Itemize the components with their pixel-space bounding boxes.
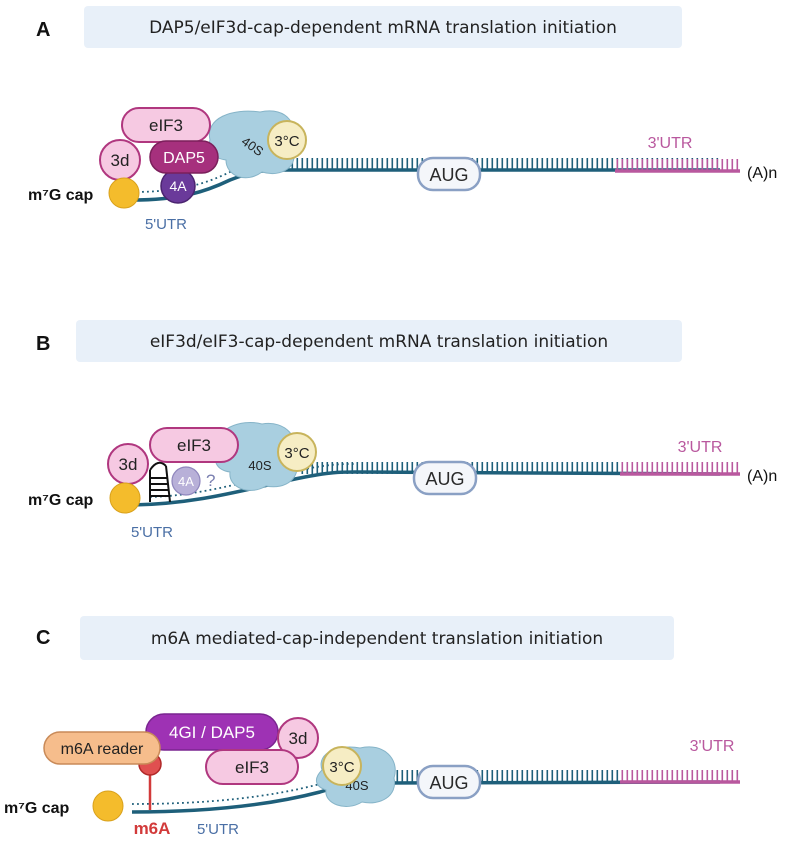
eif3d-label: 3d — [119, 455, 138, 474]
ternary-complex — [277, 432, 317, 472]
panel-title-box — [84, 6, 682, 48]
utr3-bases — [620, 770, 740, 782]
panel-title: DAP5/eIF3d-cap-dependent mRNA translatio… — [149, 18, 617, 38]
m7g-cap — [92, 790, 124, 822]
aug-label: AUG — [429, 165, 468, 185]
eif4gi-dap5-label: 4GI / DAP5 — [169, 723, 255, 742]
m6a-reader-label: m6A reader — [61, 741, 144, 758]
ternary-complex-label: 3°C — [329, 759, 354, 776]
panel-title: m6A mediated-cap-independent translation… — [151, 629, 603, 649]
ribosome-40s-label: 40S — [248, 458, 271, 473]
eif4a-label: 4A — [178, 474, 194, 489]
mrna-bases — [375, 770, 620, 782]
m6a-label: m6A — [134, 819, 171, 838]
utr3-label: 3'UTR — [678, 439, 723, 456]
eif3-complex — [205, 749, 299, 785]
eif3d — [277, 717, 319, 759]
utr3-bases — [615, 159, 740, 170]
panel-letter: B — [36, 333, 50, 355]
eif3-complex — [149, 427, 239, 463]
aug-box — [416, 156, 482, 192]
ternary-complex — [322, 746, 362, 786]
m7g-cap — [108, 177, 140, 209]
eif3d-label: 3d — [289, 729, 308, 748]
polya-label: (A)n — [747, 468, 777, 485]
cap-label: m⁷G cap — [28, 492, 94, 509]
utr3-label: 3'UTR — [690, 738, 735, 755]
eif3d-label: 3d — [111, 151, 130, 170]
utr3-bases — [620, 462, 740, 474]
eif4a — [171, 466, 201, 496]
polya-label: (A)n — [747, 165, 777, 182]
aug-label: AUG — [425, 469, 464, 489]
eif3-label: eIF3 — [149, 116, 183, 135]
mrna-bases — [285, 158, 720, 170]
utr5-label: 5'UTR — [131, 524, 173, 541]
panel-b: B eIF3d/eIF3-cap-dependent mRNA translat… — [28, 320, 777, 541]
panel-title: eIF3d/eIF3-cap-dependent mRNA translatio… — [150, 332, 608, 352]
utr5-label: 5'UTR — [145, 216, 187, 233]
dap5-label: DAP5 — [163, 150, 205, 167]
utr5-label: 5'UTR — [197, 821, 239, 838]
panel-c: C m6A mediated-cap-independent translati… — [4, 616, 740, 838]
eif4a-label: 4A — [169, 178, 187, 194]
aug-label: AUG — [429, 773, 468, 793]
aug-box — [416, 764, 482, 800]
ternary-complex-label: 3°C — [274, 133, 299, 150]
panel-letter: A — [36, 19, 50, 41]
panel-title-box — [80, 616, 674, 660]
aug-box — [412, 460, 478, 496]
cap-label: m⁷G cap — [28, 187, 94, 204]
panel-letter: C — [36, 627, 50, 649]
question-mark: ? — [206, 471, 215, 490]
rna-secondary-structure — [149, 461, 171, 503]
dap5 — [149, 140, 219, 174]
panel-a: A DAP5/eIF3d-cap-dependent mRNA translat… — [28, 6, 777, 233]
m7g-cap — [109, 482, 141, 514]
cap-label: m⁷G cap — [4, 800, 70, 817]
eif3-label: eIF3 — [235, 758, 269, 777]
panel-title-box — [76, 320, 682, 362]
eif3-label: eIF3 — [177, 436, 211, 455]
m6a-reader — [43, 731, 161, 765]
ternary-complex-label: 3°C — [284, 445, 309, 462]
utr3-label: 3'UTR — [648, 135, 693, 152]
ternary-complex — [267, 120, 307, 160]
